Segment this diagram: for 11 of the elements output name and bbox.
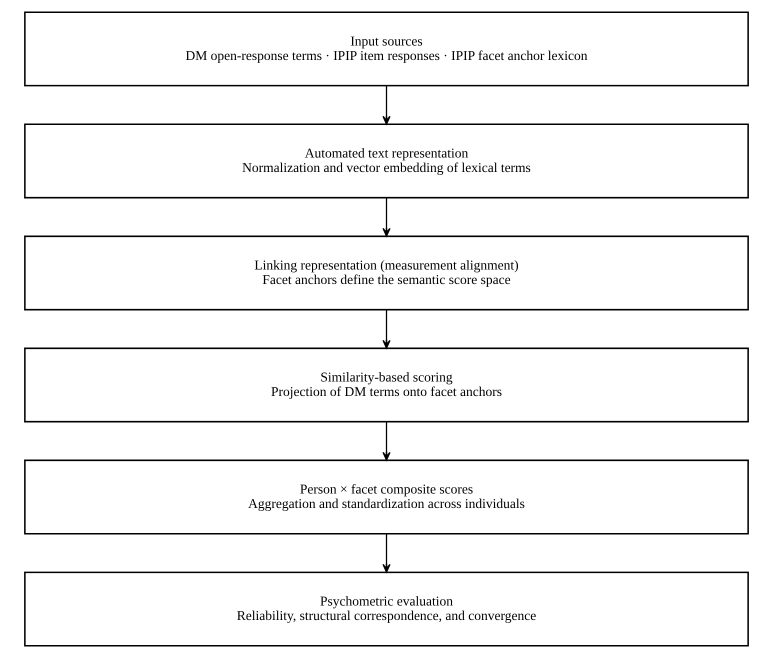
node-box: Automated text representation Normalization and vector embedding of lexical terms	[24, 124, 749, 198]
arrow	[382, 534, 391, 573]
node-box: Linking representation (measurement alignment) Facet anchors define the semantic score space	[24, 236, 749, 310]
arrow	[382, 86, 391, 125]
node-box: Person × facet composite scores Aggregation and standardization across individuals	[24, 460, 749, 534]
arrow	[382, 422, 391, 461]
arrow	[382, 310, 391, 349]
node-box: Input sources DM open-response terms · IPIP item responses · IPIP facet anchor lexicon	[24, 12, 749, 86]
arrow	[382, 198, 391, 237]
node-box: Psychometric evaluation Reliability, structural correspondence, and convergence	[24, 572, 749, 646]
node-box: Similarity-based scoring Projection of DM terms onto facet anchors	[24, 348, 749, 422]
